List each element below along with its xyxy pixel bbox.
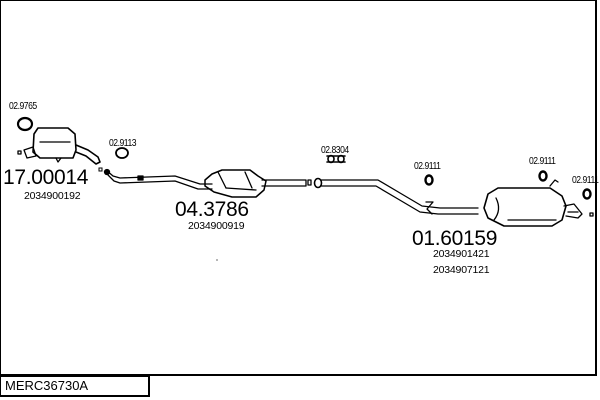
part-number-label[interactable]: 01.60159 [412,227,498,250]
callout-marker [98,167,103,172]
model-code-box: MERC36730A [0,376,150,397]
part-number-label[interactable]: 17.00014 [3,166,89,189]
gasket-ring-icon [115,147,129,159]
oem-number-label: 2034907121 [433,264,490,276]
oem-number-label: 2034900192 [24,190,81,202]
model-code: MERC36730A [5,378,89,393]
middle-pipe-part[interactable] [320,179,479,215]
particulate-filter-part[interactable] [17,127,101,165]
oem-number-label: 2034900919 [188,220,245,232]
rubber-hanger-icon [538,170,548,182]
rubber-hanger-icon [424,174,434,186]
marker-dot [216,259,218,261]
rear-silencer-part[interactable] [483,179,594,227]
accessory-ref-label[interactable]: 02.9111 [414,160,441,172]
accessory-ref-label[interactable]: 02.8304 [321,144,349,156]
pipe-clamp-icon [326,154,346,164]
part-number-label[interactable]: 04.3786 [175,198,249,221]
diagram-frame [0,0,597,376]
gasket-ring-icon [16,116,34,132]
accessory-ref-label[interactable]: 02.9113 [109,137,137,149]
front-pipe-part[interactable] [103,168,213,190]
accessory-ref-label[interactable]: 02.9765 [9,100,37,112]
oem-number-label: 2034901421 [433,248,490,260]
accessory-ref-label[interactable]: 02.9111 [529,155,556,167]
catalytic-converter-part[interactable] [204,169,323,198]
exhaust-system-drawing [16,116,594,261]
accessory-ref-label[interactable]: 02.9111 [572,174,599,186]
rubber-hanger-icon [582,188,592,200]
